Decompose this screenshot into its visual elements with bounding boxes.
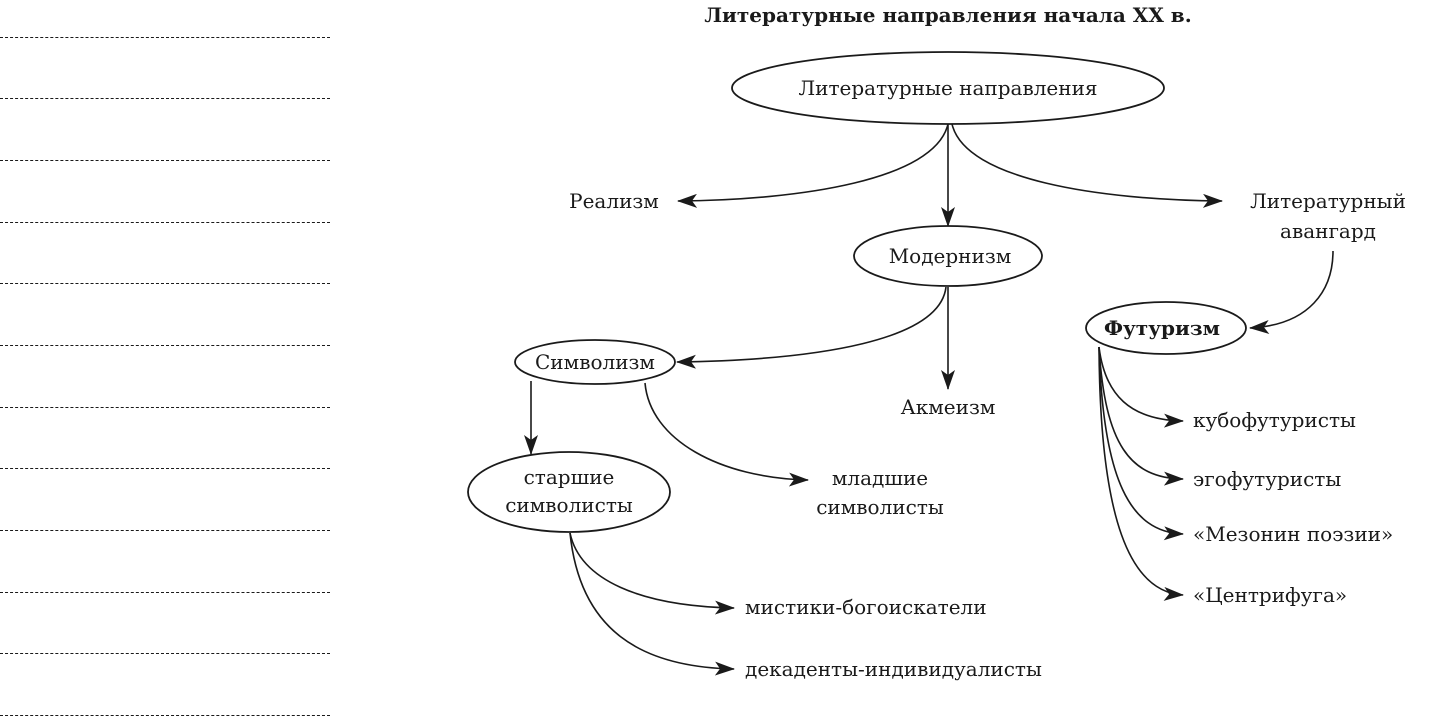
node-avantgarde: Литературный авангард: [1250, 189, 1406, 243]
edge-symbolism-junior: [644, 382, 809, 487]
answer-line: [0, 37, 330, 38]
answer-line: [0, 98, 330, 99]
node-decadents-label: декаденты-индивидуалисты: [745, 657, 1042, 681]
answer-line: [0, 468, 330, 469]
node-centrifuge-label: «Центрифуга»: [1193, 583, 1347, 607]
node-symbolism-ellipse: [514, 339, 676, 385]
node-senior-ellipse: [467, 451, 671, 533]
node-cubofuturists-label: кубофутуристы: [1193, 408, 1356, 432]
node-senior-label-line2: символисты: [505, 493, 633, 517]
answer-line: [0, 222, 330, 223]
node-modernism: Модернизм: [853, 225, 1043, 287]
answer-line: [0, 715, 330, 716]
diagram-title: Литературные направления начала XX в.: [704, 3, 1191, 27]
edge-futurism-centrifuge: [1098, 346, 1184, 601]
answer-line: [0, 160, 330, 161]
node-acmeism-label: Акмеизм: [901, 395, 996, 419]
node-egofuturists-label: эгофутуристы: [1193, 467, 1341, 491]
node-root-ellipse: [731, 51, 1165, 125]
node-junior-symbolists: младшие символисты: [816, 466, 944, 519]
node-modernism-ellipse: [853, 225, 1043, 287]
answer-line: [0, 653, 330, 654]
node-avantgarde-label-line1: Литературный: [1250, 189, 1406, 213]
node-futurism-ellipse: [1085, 301, 1247, 355]
node-futurism-label: Футуризм: [1104, 316, 1220, 340]
node-mystics-label: мистики-богоискатели: [745, 595, 987, 619]
node-junior-label-line2: символисты: [816, 495, 944, 519]
edge-avantgarde-futurism: [1249, 250, 1334, 335]
node-senior-label-line1: старшие: [524, 465, 615, 489]
edge-senior-decadents: [569, 532, 735, 676]
answer-line: [0, 283, 330, 284]
edge-modernism-symbolism: [676, 286, 947, 369]
node-senior-symbolists: старшие символисты: [467, 451, 671, 533]
node-modernism-label: Модернизм: [889, 244, 1012, 268]
node-avantgarde-label-line2: авангард: [1280, 219, 1376, 243]
node-realism-label: Реализм: [569, 189, 659, 213]
node-junior-label-line1: младшие: [832, 466, 928, 490]
answer-line: [0, 407, 330, 408]
node-symbolism-label: Символизм: [535, 350, 655, 374]
answer-line: [0, 530, 330, 531]
answer-line: [0, 592, 330, 593]
edge-senior-mystics: [569, 532, 735, 615]
node-symbolism: Символизм: [514, 339, 676, 385]
edge-root-realism: [677, 123, 949, 208]
edge-futurism-ego: [1098, 346, 1184, 486]
node-root-label: Литературные направления: [798, 76, 1097, 100]
answer-line: [0, 345, 330, 346]
edge-root-avantgarde: [951, 123, 1223, 208]
node-mezzanine-label: «Мезонин поэзии»: [1193, 522, 1393, 546]
node-futurism: Футуризм: [1085, 301, 1247, 355]
node-root: Литературные направления: [731, 51, 1165, 125]
edge-futurism-mezzanine: [1098, 346, 1184, 541]
edge-futurism-cubo: [1098, 346, 1184, 428]
edges: [524, 123, 1334, 676]
